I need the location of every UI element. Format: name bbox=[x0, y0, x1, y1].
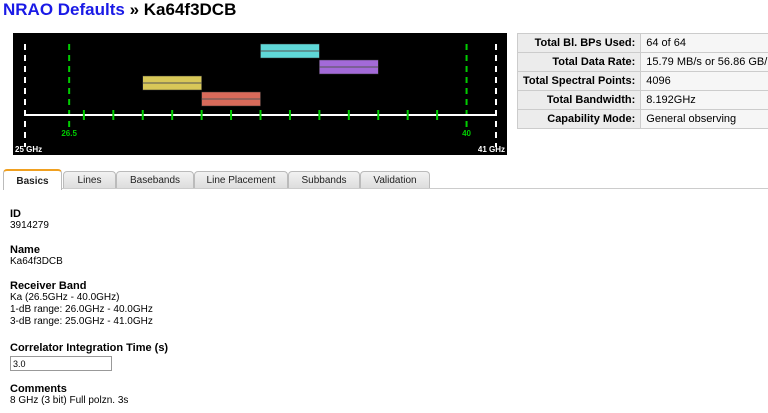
comments-value: 8 GHz (3 bit) Full polzn. 3s bbox=[10, 395, 129, 406]
stats-row: Total Bandwidth:8.192GHz bbox=[516, 90, 768, 110]
comments-label: Comments bbox=[10, 383, 67, 395]
config-name: Ka64f3DCB bbox=[143, 0, 237, 19]
stats-row: Total Data Rate:15.79 MB/s or 56.86 GB/h bbox=[516, 52, 768, 72]
breadcrumb-nrao-defaults[interactable]: NRAO Defaults bbox=[3, 0, 125, 19]
tab-validation[interactable]: Validation bbox=[360, 171, 430, 188]
page-title: NRAO Defaults » Ka64f3DCB bbox=[3, 0, 236, 20]
three-db-range: 3-dB range: 25.0GHz - 41.0GHz bbox=[10, 316, 153, 327]
integration-time-input[interactable] bbox=[10, 356, 112, 371]
tab-line-placement[interactable]: Line Placement bbox=[194, 171, 288, 188]
id-label: ID bbox=[10, 208, 21, 220]
receiver-band-label: Receiver Band bbox=[10, 280, 87, 292]
stats-row: Total Spectral Points:4096 bbox=[516, 71, 768, 91]
stat-value: 4096 bbox=[640, 71, 768, 91]
tab-basics[interactable]: Basics bbox=[3, 169, 62, 190]
id-value: 3914279 bbox=[10, 220, 49, 231]
name-label: Name bbox=[10, 244, 40, 256]
stats-row: Capability Mode:General observing bbox=[516, 109, 768, 129]
stat-label: Total Data Rate: bbox=[516, 52, 642, 72]
stat-value: General observing bbox=[640, 109, 768, 129]
stat-label: Total Bandwidth: bbox=[516, 90, 642, 110]
stat-value: 15.79 MB/s or 56.86 GB/h bbox=[640, 52, 768, 72]
stat-value: 8.192GHz bbox=[640, 90, 768, 110]
integration-time-label: Correlator Integration Time (s) bbox=[10, 342, 169, 354]
frequency-plot: 26.5 40 25 GHz 41 GHz bbox=[13, 33, 507, 155]
receiver-band-value: Ka (26.5GHz - 40.0GHz) bbox=[10, 292, 120, 303]
tab-lines[interactable]: Lines bbox=[63, 171, 116, 188]
stats-table: Total Bl. BPs Used:64 of 64 Total Data R… bbox=[516, 33, 768, 129]
stats-row: Total Bl. BPs Used:64 of 64 bbox=[516, 33, 768, 53]
stat-label: Capability Mode: bbox=[516, 109, 642, 129]
name-value: Ka64f3DCB bbox=[10, 256, 63, 267]
one-db-range: 1-dB range: 26.0GHz - 40.0GHz bbox=[10, 304, 153, 315]
tab-basebands[interactable]: Basebands bbox=[116, 171, 194, 188]
integration-time-section: Correlator Integration Time (s) bbox=[10, 342, 168, 354]
stat-label: Total Spectral Points: bbox=[516, 71, 642, 91]
min-freq-label: 25 GHz bbox=[15, 145, 42, 154]
stat-value: 64 of 64 bbox=[640, 33, 768, 53]
band-high-label: 40 bbox=[462, 129, 471, 138]
tab-subbands[interactable]: Subbands bbox=[288, 171, 360, 188]
tab-bar: Basics Lines Basebands Line Placement Su… bbox=[3, 169, 768, 190]
stat-label: Total Bl. BPs Used: bbox=[516, 33, 642, 53]
breadcrumb-separator: » bbox=[124, 0, 144, 19]
max-freq-label: 41 GHz bbox=[478, 145, 505, 154]
band-low-label: 26.5 bbox=[61, 129, 77, 138]
